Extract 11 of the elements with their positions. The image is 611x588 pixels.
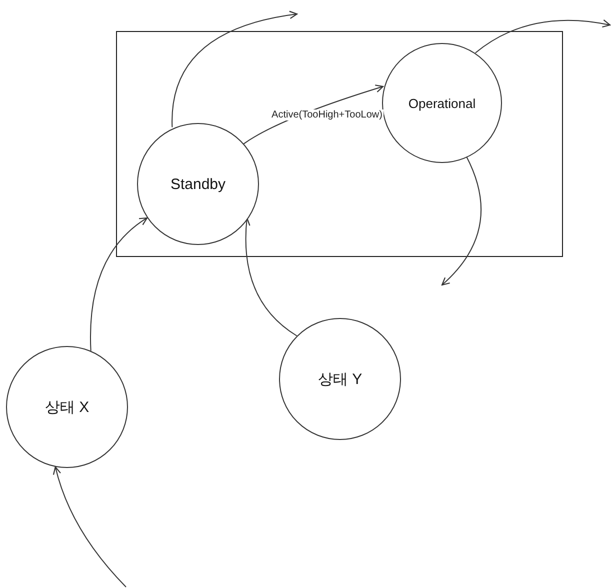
state-circle: 상태 Y — [279, 318, 401, 440]
transition-arrow — [172, 11, 298, 128]
state-circle: Standby — [137, 123, 259, 245]
edge-label: Active(TooHigh+TooLow) — [270, 110, 384, 120]
transition-arrow — [441, 156, 482, 286]
transition-arrow — [90, 217, 148, 352]
state-circle: Operational — [382, 43, 502, 163]
transition-arrow — [53, 466, 126, 588]
transition-arrow — [474, 20, 611, 54]
state-group-box — [116, 31, 563, 257]
state-circle: 상태 X — [6, 346, 128, 468]
